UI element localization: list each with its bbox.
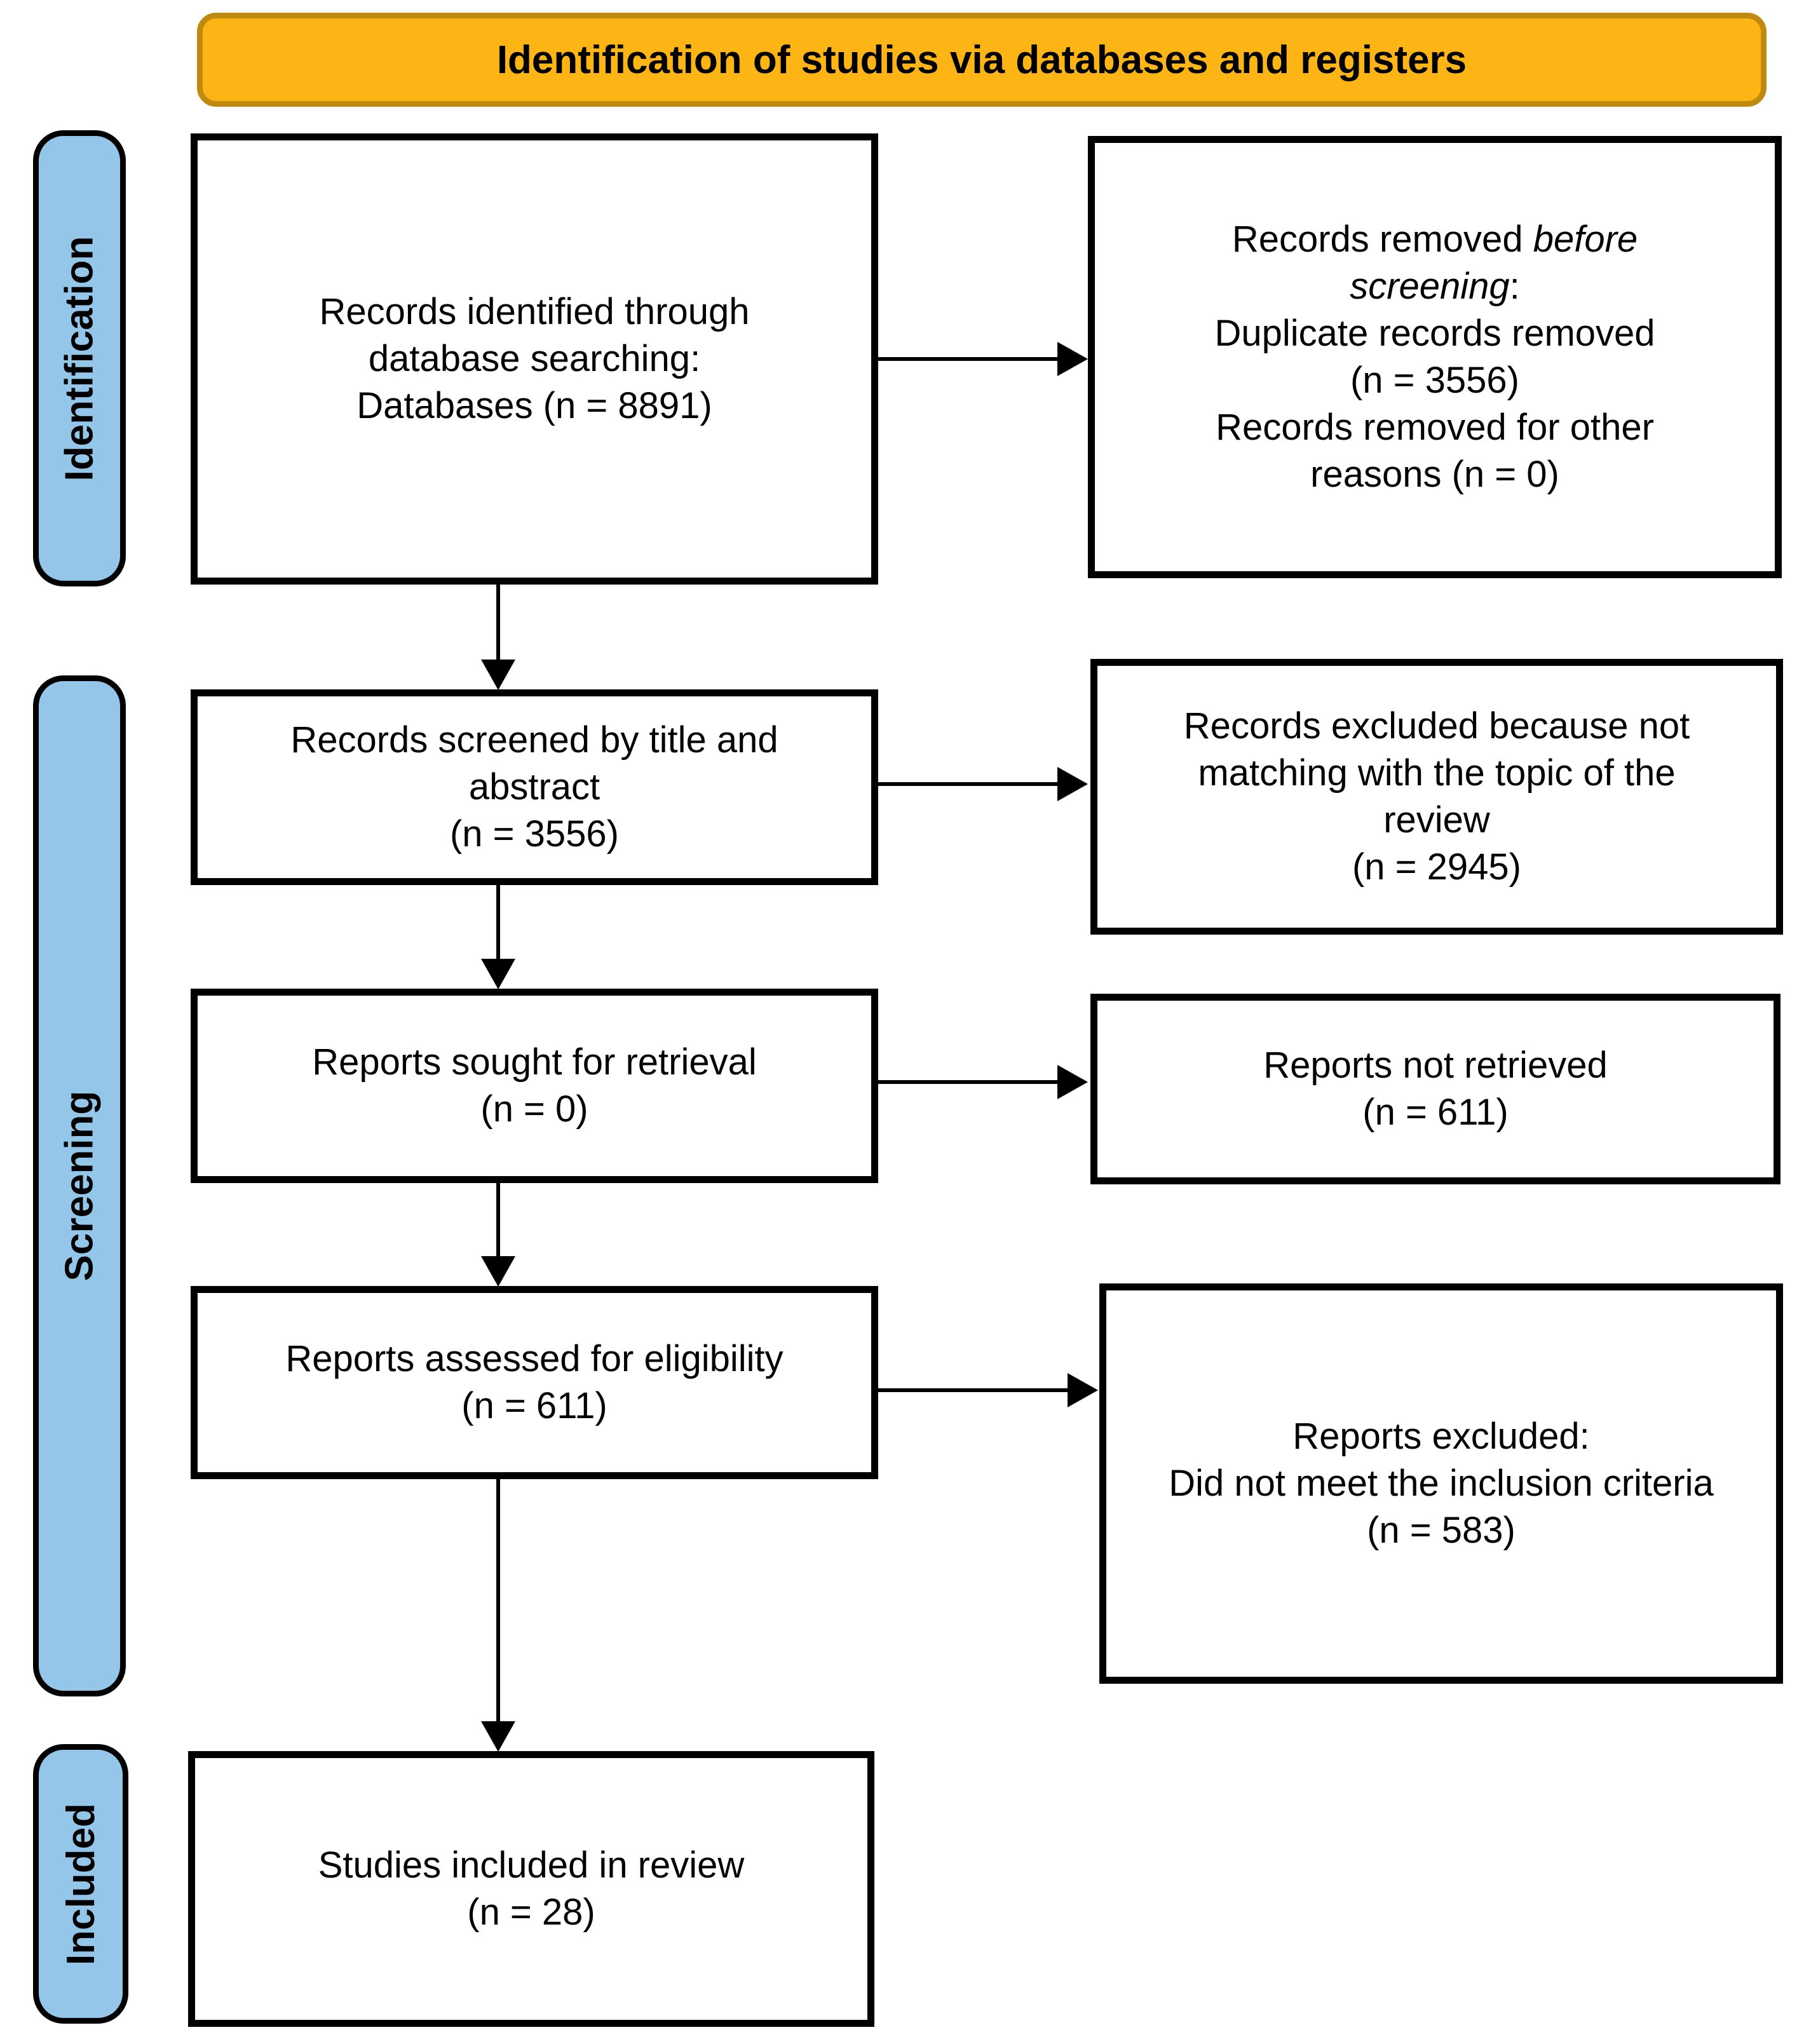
box-line-text: Records removed xyxy=(1231,219,1533,260)
header-banner: Identification of studies via databases … xyxy=(197,13,1767,107)
stage-label-screening-text: Screening xyxy=(57,1090,102,1282)
stage-label-screening: Screening xyxy=(33,675,126,1696)
box-line: (n = 583) xyxy=(1367,1510,1516,1551)
stage-label-identification: Identification xyxy=(33,130,126,586)
box-reports-assessed: Reports assessed for eligibility (n = 61… xyxy=(191,1286,878,1479)
box-reports-sought: Reports sought for retrieval (n = 0) xyxy=(191,989,878,1183)
arrow-identified-to-removed-line xyxy=(878,357,1060,361)
header-title: Identification of studies via databases … xyxy=(496,37,1467,82)
box-line: Records removed for other xyxy=(1216,407,1654,448)
box-line: reasons (n = 0) xyxy=(1310,454,1559,495)
box-line: (n = 3556) xyxy=(1350,360,1519,401)
box-line-italic-text: screening xyxy=(1350,266,1510,307)
arrow-assessed-to-excluded-line xyxy=(878,1388,1069,1392)
box-line: Records screened by title and xyxy=(290,719,778,761)
arrow-assessed-to-included-head-icon xyxy=(481,1721,515,1752)
box-line-text: : xyxy=(1509,266,1520,307)
box-records-excluded: Records excluded because not matching wi… xyxy=(1090,659,1783,935)
box-line: (n = 2945) xyxy=(1352,846,1521,888)
box-line: (n = 0) xyxy=(480,1088,588,1130)
arrow-identified-to-screened-head-icon xyxy=(481,660,515,690)
arrow-sought-to-assessed-line xyxy=(496,1182,500,1257)
arrow-assessed-to-included-line xyxy=(496,1478,500,1723)
box-line: matching with the topic of the xyxy=(1198,752,1676,794)
box-line: abstract xyxy=(468,766,600,808)
box-line: Reports assessed for eligibility xyxy=(285,1338,783,1379)
box-records-identified: Records identified through database sear… xyxy=(191,133,878,585)
box-line: Databases (n = 8891) xyxy=(356,385,712,426)
box-line: Records removed before xyxy=(1232,216,1638,263)
arrow-sought-to-assessed-head-icon xyxy=(481,1256,515,1287)
box-reports-not-retrieved: Reports not retrieved (n = 611) xyxy=(1090,994,1780,1184)
box-line: (n = 611) xyxy=(1362,1092,1509,1133)
box-line: review xyxy=(1383,799,1490,841)
box-line: Records excluded because not xyxy=(1183,705,1690,747)
box-line-italic-text: before xyxy=(1533,219,1638,260)
arrow-sought-to-not-retrieved-head-icon xyxy=(1057,1065,1088,1099)
box-records-removed-before-screening: Records removed before screening: Duplic… xyxy=(1088,136,1782,578)
arrow-identified-to-removed-head-icon xyxy=(1057,342,1088,376)
box-studies-included: Studies included in review (n = 28) xyxy=(188,1751,874,2027)
box-line: Reports sought for retrieval xyxy=(312,1041,757,1083)
box-line: Did not meet the inclusion criteria xyxy=(1169,1463,1714,1504)
box-records-screened: Records screened by title and abstract (… xyxy=(191,689,878,885)
box-line: Duplicate records removed xyxy=(1214,313,1655,354)
box-line: screening: xyxy=(1350,263,1520,310)
arrow-screened-to-sought-head-icon xyxy=(481,959,515,989)
arrow-screened-to-excluded-line xyxy=(878,782,1060,786)
box-line: Studies included in review xyxy=(318,1844,745,1886)
box-line: database searching: xyxy=(368,338,701,379)
arrow-sought-to-not-retrieved-line xyxy=(878,1080,1060,1084)
stage-label-included: Included xyxy=(33,1744,128,2024)
box-line: Reports excluded: xyxy=(1292,1416,1590,1457)
arrow-screened-to-excluded-head-icon xyxy=(1057,767,1088,801)
stage-label-identification-text: Identification xyxy=(57,236,102,481)
box-line: (n = 611) xyxy=(461,1385,607,1426)
box-line: Reports not retrieved xyxy=(1263,1045,1608,1086)
arrow-screened-to-sought-line xyxy=(496,884,500,960)
arrow-assessed-to-excluded-head-icon xyxy=(1068,1373,1098,1407)
stage-label-included-text: Included xyxy=(58,1803,103,1965)
arrow-identified-to-screened-line xyxy=(496,583,500,661)
box-line: (n = 28) xyxy=(467,1892,595,1933)
box-line: Records identified through xyxy=(319,291,750,332)
box-reports-excluded: Reports excluded: Did not meet the inclu… xyxy=(1099,1283,1783,1684)
box-line: (n = 3556) xyxy=(449,813,619,855)
